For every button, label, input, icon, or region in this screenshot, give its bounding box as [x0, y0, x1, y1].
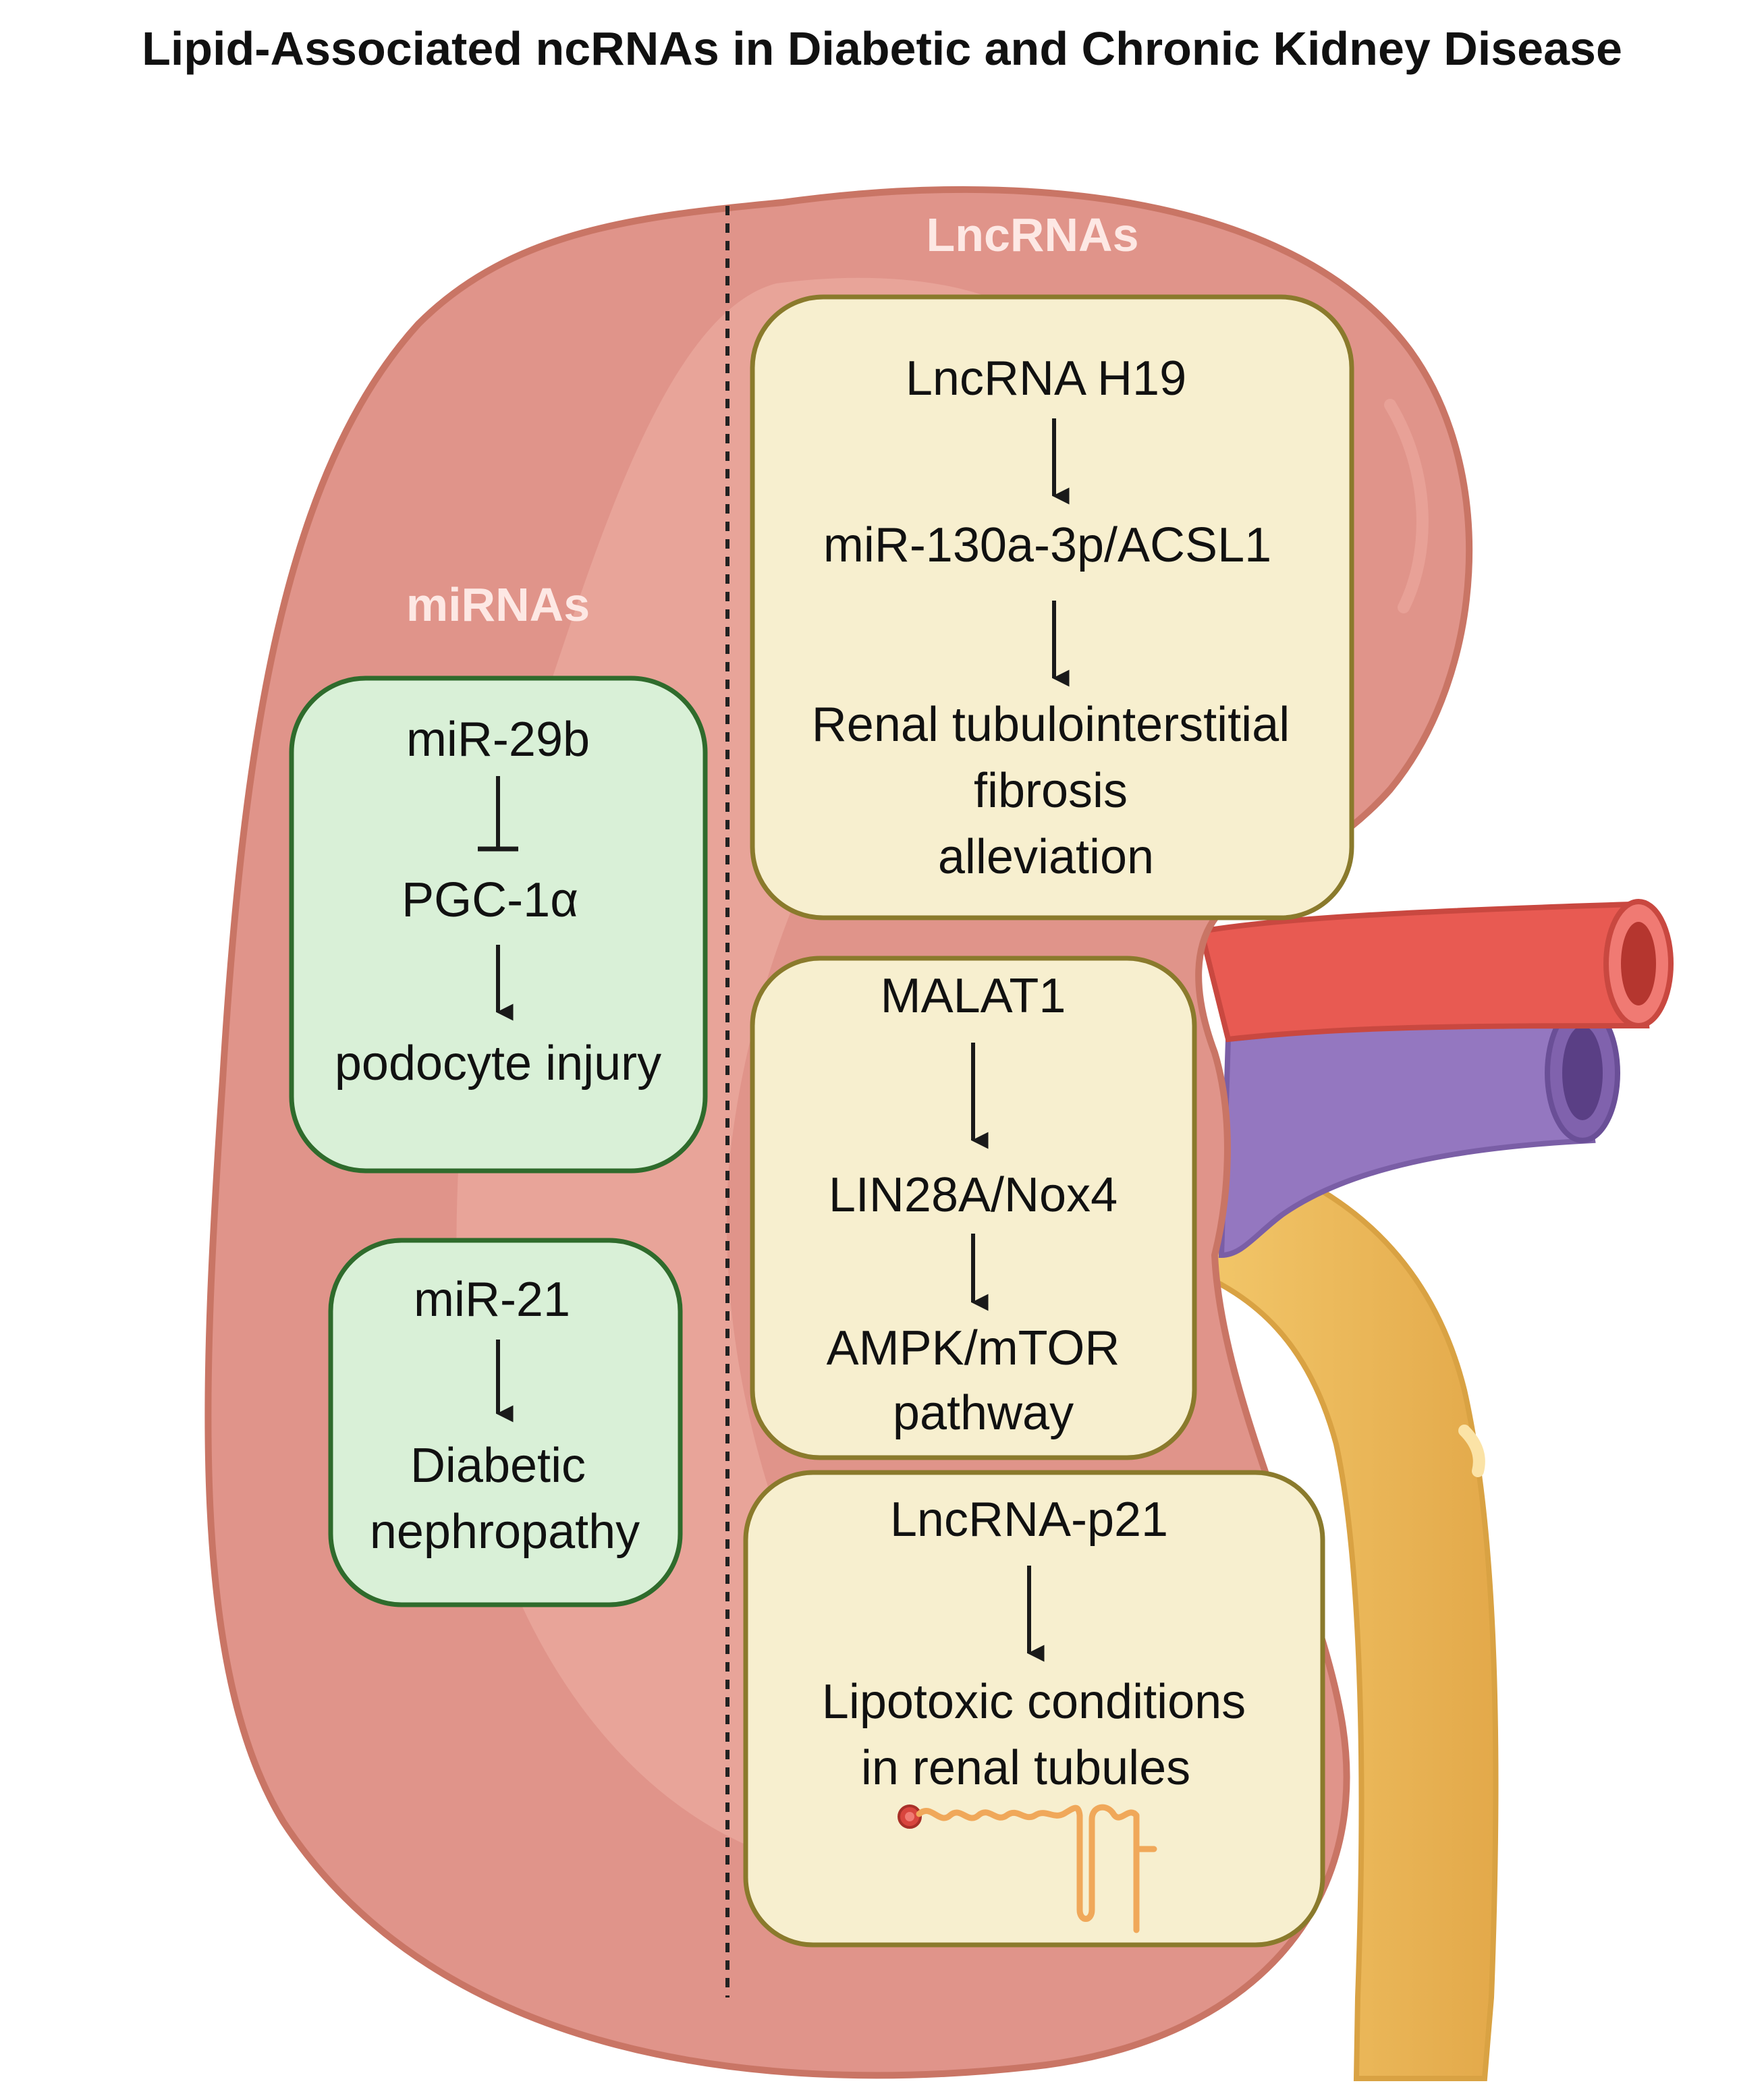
fibrosis-label: fibrosis — [974, 764, 1128, 818]
diagram-title: Lipid-Associated ncRNAs in Diabetic and … — [142, 22, 1622, 75]
nephropathy-label: nephropathy — [370, 1505, 640, 1559]
mirna-box-mir21: miR-21 Diabetic nephropathy — [328, 1238, 683, 1607]
mir29b-label: miR-29b — [406, 713, 590, 767]
mirna-box-mir29b: miR-29b PGC-1α podocyte injury — [289, 676, 708, 1174]
in-renal-tubules-label: in renal tubules — [861, 1741, 1190, 1795]
lipotoxic-conditions-label: Lipotoxic conditions — [822, 1675, 1246, 1729]
renal-artery — [1198, 899, 1674, 1043]
malat1-label: MALAT1 — [881, 969, 1066, 1023]
lncrna-box-h19: LncRNA H19 miR-130a-3p/ACSL1 Renal tubul… — [750, 294, 1354, 920]
renal-tubulointerstitial-label: Renal tubulointerstitial — [812, 698, 1290, 752]
podocyte-injury-label: podocyte injury — [335, 1037, 661, 1091]
ampk-mtor-label: AMPK/mTOR — [827, 1321, 1120, 1375]
mir21-label: miR-21 — [414, 1273, 570, 1327]
pgc1a-label: PGC-1α — [402, 873, 578, 927]
pathway-label: pathway — [893, 1386, 1074, 1440]
lncrna-box-p21: LncRNA-p21 Lipotoxic conditions in renal… — [743, 1470, 1325, 1948]
lin28a-nox4-label: LIN28A/Nox4 — [829, 1168, 1118, 1222]
mir130a-acsl1-label: miR-130a-3p/ACSL1 — [823, 518, 1271, 572]
lncrna-p21-label: LncRNA-p21 — [890, 1493, 1168, 1547]
inhibition-bar-icon — [478, 776, 518, 852]
lncrna-box-malat1: MALAT1 LIN28A/Nox4 AMPK/mTOR pathway — [750, 956, 1197, 1460]
mirnas-section-label: miRNAs — [406, 578, 590, 631]
diabetic-label: Diabetic — [410, 1439, 586, 1493]
alleviation-label: alleviation — [938, 830, 1154, 884]
lncrnas-section-label: LncRNAs — [926, 209, 1138, 261]
lncrna-h19-label: LncRNA H19 — [906, 352, 1186, 406]
nephron-icon — [898, 1804, 1157, 1933]
renal-vein — [1218, 1002, 1620, 1259]
ureter — [1184, 1144, 1499, 2081]
